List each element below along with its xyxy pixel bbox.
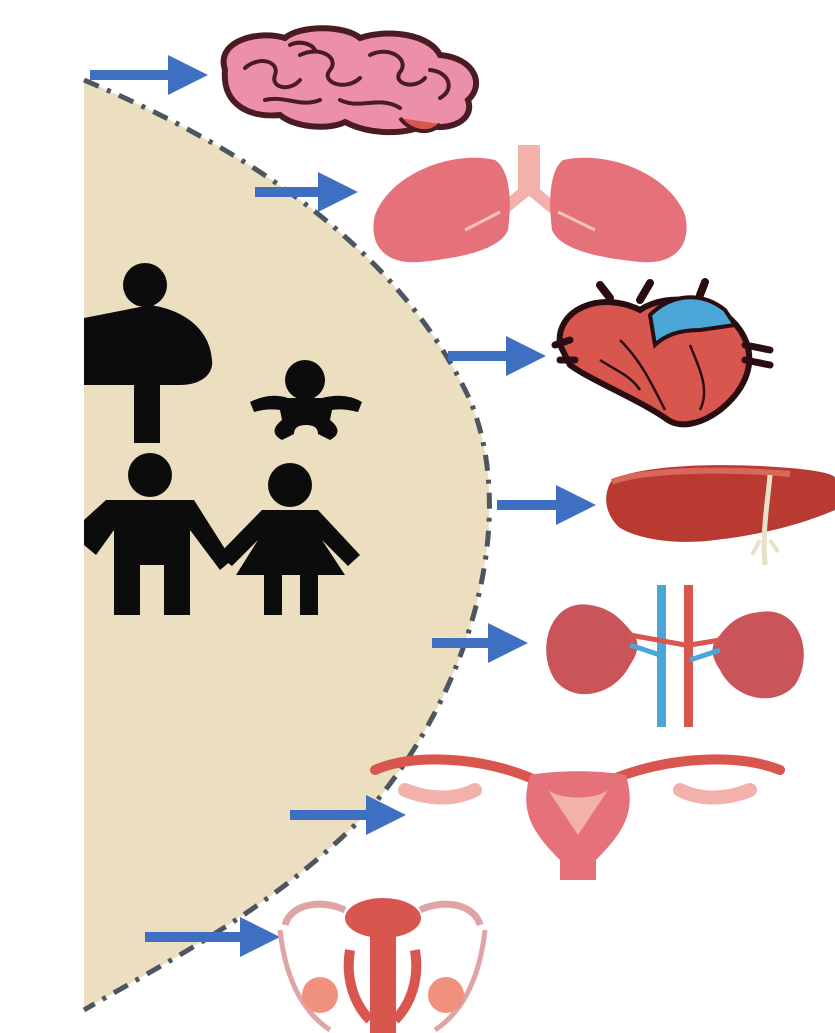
figure (0, 0, 835, 1033)
figure-canvas (0, 0, 835, 1033)
